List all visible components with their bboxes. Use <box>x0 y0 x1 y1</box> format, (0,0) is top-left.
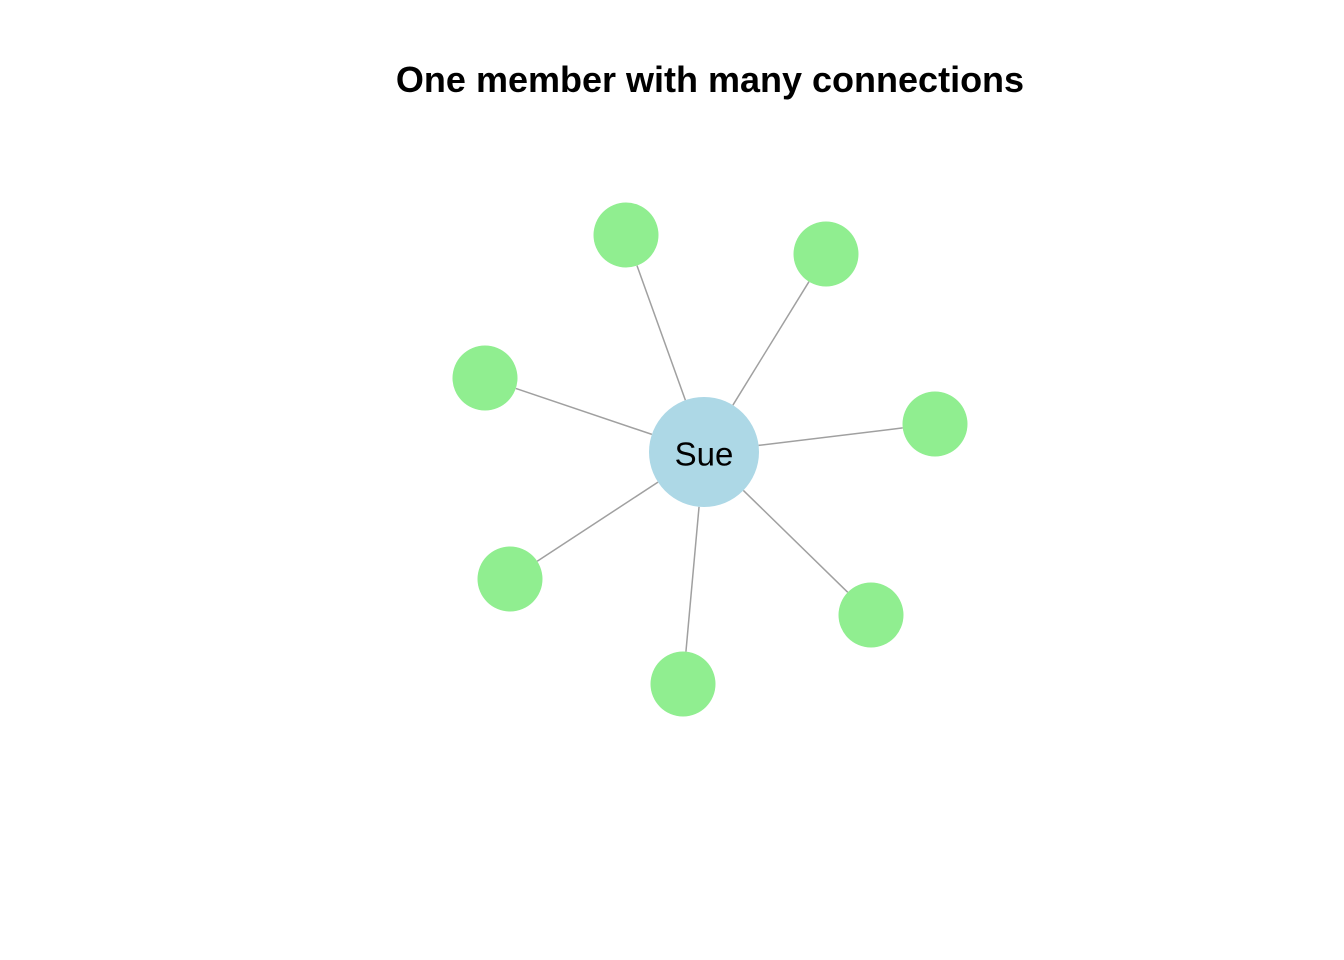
hub-node-label: Sue <box>675 436 734 473</box>
leaf-node <box>902 391 968 457</box>
leaf-nodes-group <box>452 202 968 717</box>
edge-line <box>636 265 687 401</box>
leaf-node <box>838 582 904 648</box>
edge-line <box>758 427 903 447</box>
edges-group <box>515 265 903 652</box>
diagram-title: One member with many connections <box>395 59 1025 100</box>
title-container: One member with many connections <box>0 56 1344 104</box>
leaf-node <box>593 202 659 268</box>
leaf-node <box>793 221 859 287</box>
leaf-node <box>650 651 716 717</box>
leaf-node <box>452 345 518 411</box>
hub-node <box>649 397 759 507</box>
hub-node-group: Sue <box>649 397 759 507</box>
edge-line <box>732 281 810 406</box>
edge-line <box>536 481 659 562</box>
edge-line <box>742 489 849 593</box>
leaf-node <box>477 546 543 612</box>
edge-line <box>685 506 700 652</box>
edge-line <box>515 387 653 436</box>
